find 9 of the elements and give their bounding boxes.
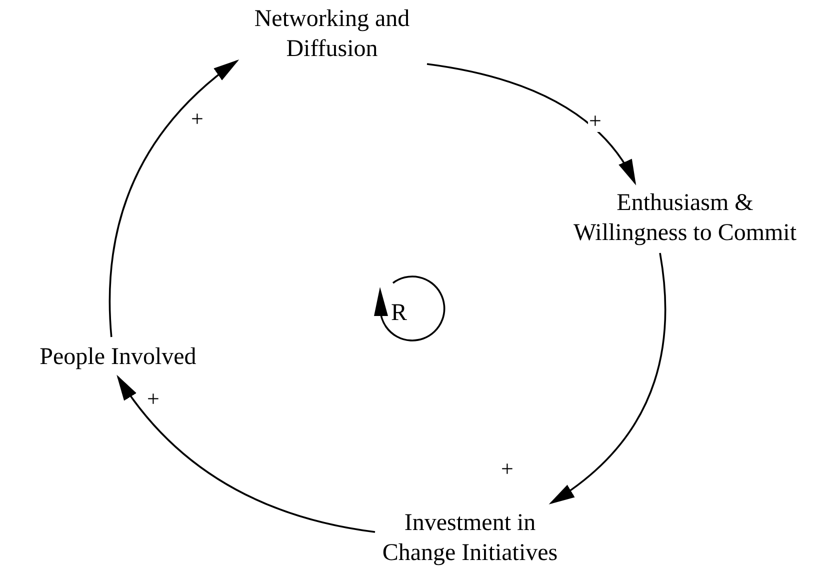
causal-arrow [548,252,666,504]
variable-label: People Involved [8,342,228,372]
causal-arrow [108,59,240,338]
variable-label: Investment in Change Initiatives [380,508,560,568]
causal-arrow [116,374,376,533]
variable-label: Networking and Diffusion [242,4,422,64]
loop-type-label: R [390,299,408,328]
variable-label: Enthusiasm & Willingness to Commit [560,188,810,248]
causal-arrow [426,63,636,186]
